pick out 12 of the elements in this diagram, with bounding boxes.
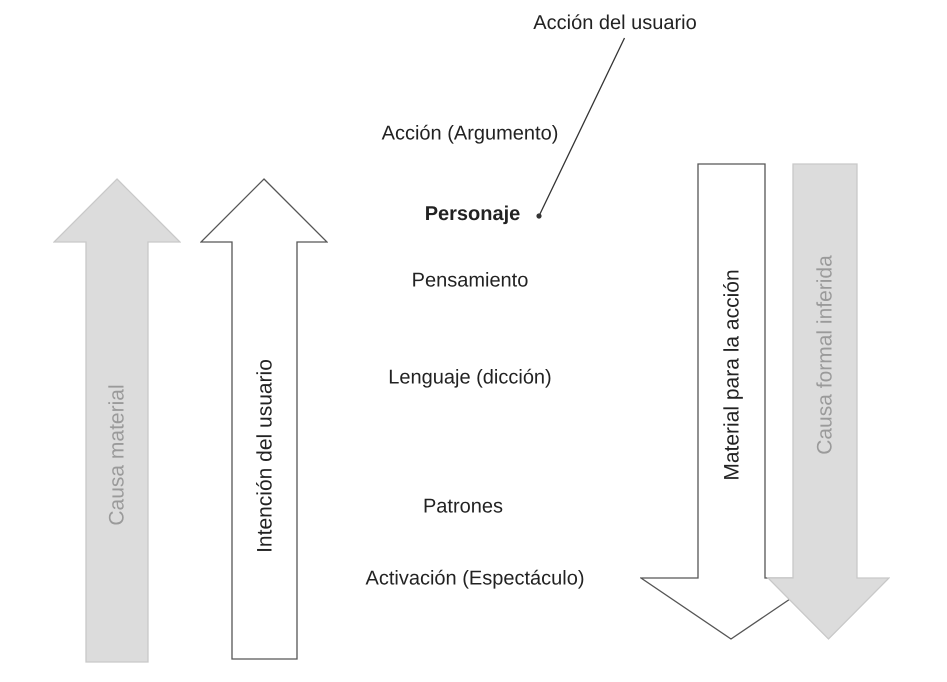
level-label: Activación (Espectáculo) <box>366 566 584 592</box>
node-text: Acción del usuario <box>520 8 710 38</box>
level-label: Pensamiento <box>412 268 528 294</box>
node-text: Personaje <box>410 198 535 230</box>
arrow-label: Intención del usuario <box>254 359 275 553</box>
arrow-label: Causa formal inferida <box>814 255 836 455</box>
level-label: Acción (Argumento) <box>382 122 558 146</box>
arrow-label: Material para la acción <box>721 269 742 481</box>
level-label: Patrones <box>422 494 504 520</box>
arrow-label: Causa material <box>106 384 128 526</box>
leader-line <box>536 38 626 219</box>
level-label: Lenguaje (dicción) <box>388 366 552 390</box>
